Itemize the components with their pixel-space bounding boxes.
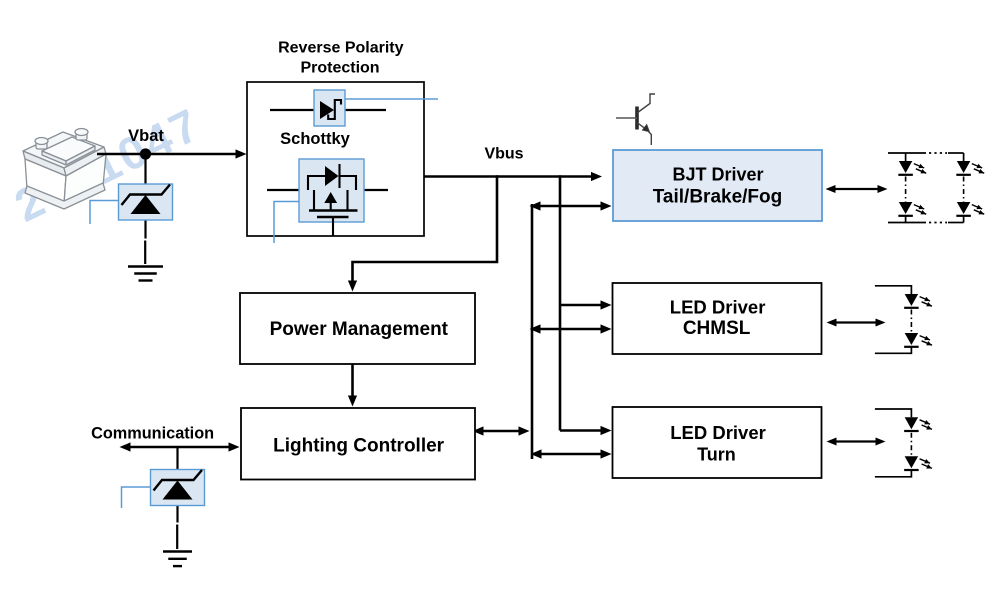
svg-text:Communication: Communication xyxy=(91,424,214,442)
svg-text:Protection: Protection xyxy=(300,59,379,76)
svg-text:Power Management: Power Management xyxy=(270,319,449,340)
svg-text:Reverse Polarity: Reverse Polarity xyxy=(278,40,404,57)
svg-text:LED Driver: LED Driver xyxy=(670,422,766,443)
svg-text:BJT Driver: BJT Driver xyxy=(672,165,763,185)
svg-text:CHMSL: CHMSL xyxy=(683,318,751,339)
svg-text:Tail/Brake/Fog: Tail/Brake/Fog xyxy=(653,187,783,208)
svg-text:LED Driver: LED Driver xyxy=(670,296,766,317)
svg-text:Vbat: Vbat xyxy=(128,127,164,145)
svg-text:Schottky: Schottky xyxy=(280,130,351,148)
svg-text:Vbus: Vbus xyxy=(484,146,523,163)
svg-text:Lighting Controller: Lighting Controller xyxy=(273,435,445,456)
svg-text:Turn: Turn xyxy=(697,445,736,465)
